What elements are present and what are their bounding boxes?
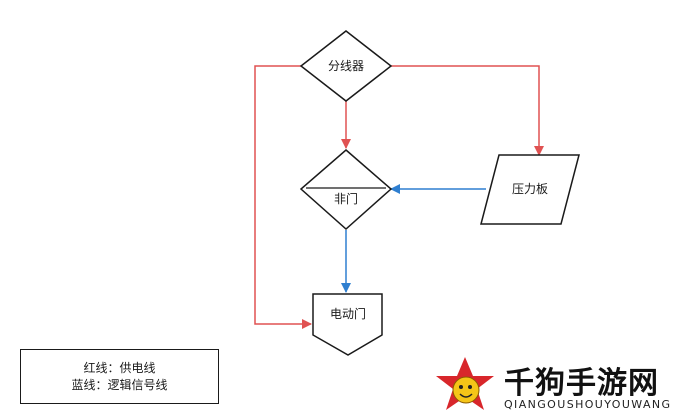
pressure-plate-label: 压力板 xyxy=(512,182,548,196)
pressure-plate-node: 压力板 xyxy=(480,154,580,225)
legend-red-line: 红线：供电线 xyxy=(83,360,156,375)
watermark-logo xyxy=(436,357,494,410)
power-line-to-pressure-plate xyxy=(391,65,544,156)
splitter-label: 分线器 xyxy=(328,59,364,73)
legend-blue-line: 蓝线：逻辑信号线 xyxy=(71,377,168,392)
watermark-title: 千狗手游网 xyxy=(504,366,659,401)
watermark-subtitle: QIANGOUSHOUYOUWANG xyxy=(504,398,672,411)
not-gate-node: 非门 xyxy=(299,149,393,231)
electric-door-node: 电动门 xyxy=(312,293,383,356)
legend-box: 红线：供电线 蓝线：逻辑信号线 xyxy=(20,349,219,404)
not-gate-label: 非门 xyxy=(334,191,358,206)
power-line-to-door xyxy=(254,65,312,329)
electric-door-label: 电动门 xyxy=(330,306,366,321)
splitter-node: 分线器 xyxy=(299,30,393,102)
watermark: 千狗手游网 QIANGOUSHOUYOUWANG xyxy=(432,354,682,416)
